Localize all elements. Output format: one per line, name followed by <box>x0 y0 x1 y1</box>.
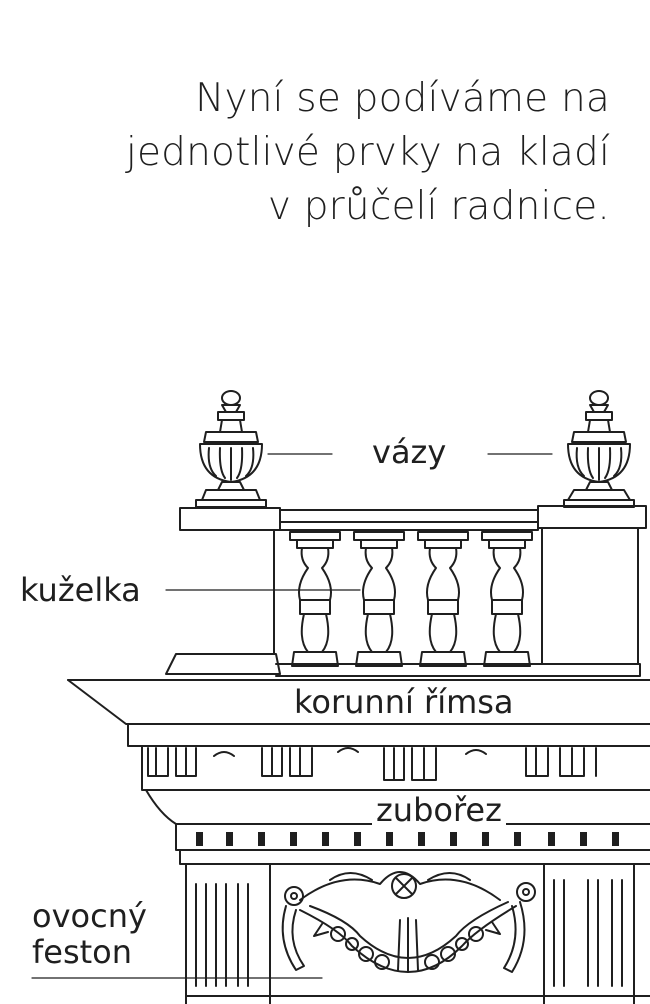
baluster-2 <box>353 531 405 667</box>
intro-line-1: Nyní se podíváme na <box>195 76 610 121</box>
label-dentil: zubořez <box>372 792 506 828</box>
leader-lines <box>31 453 553 979</box>
fruit-festoon <box>281 871 536 973</box>
label-baluster: kuželka <box>20 571 141 609</box>
intro-text: Nyní se podíváme na jednotlivé prvky na … <box>50 72 610 234</box>
label-festoon-line-2: feston <box>32 933 133 971</box>
baluster-4 <box>481 531 533 667</box>
baluster-1 <box>289 531 341 667</box>
balustrade <box>165 505 647 677</box>
dentil-band <box>145 789 650 865</box>
frieze <box>185 863 650 1004</box>
intro-line-3: v průčelí radnice. <box>267 184 610 229</box>
intro-line-2: jednotlivé prvky na kladí <box>125 130 610 175</box>
baluster-3 <box>417 531 469 667</box>
vase-right <box>563 390 635 508</box>
label-crown-cornice: korunní římsa <box>290 684 518 720</box>
vase-left <box>195 390 267 508</box>
crown-cornice <box>67 679 650 791</box>
label-festoon-line-1: ovocný <box>32 897 147 935</box>
label-vases: vázy <box>372 433 447 471</box>
